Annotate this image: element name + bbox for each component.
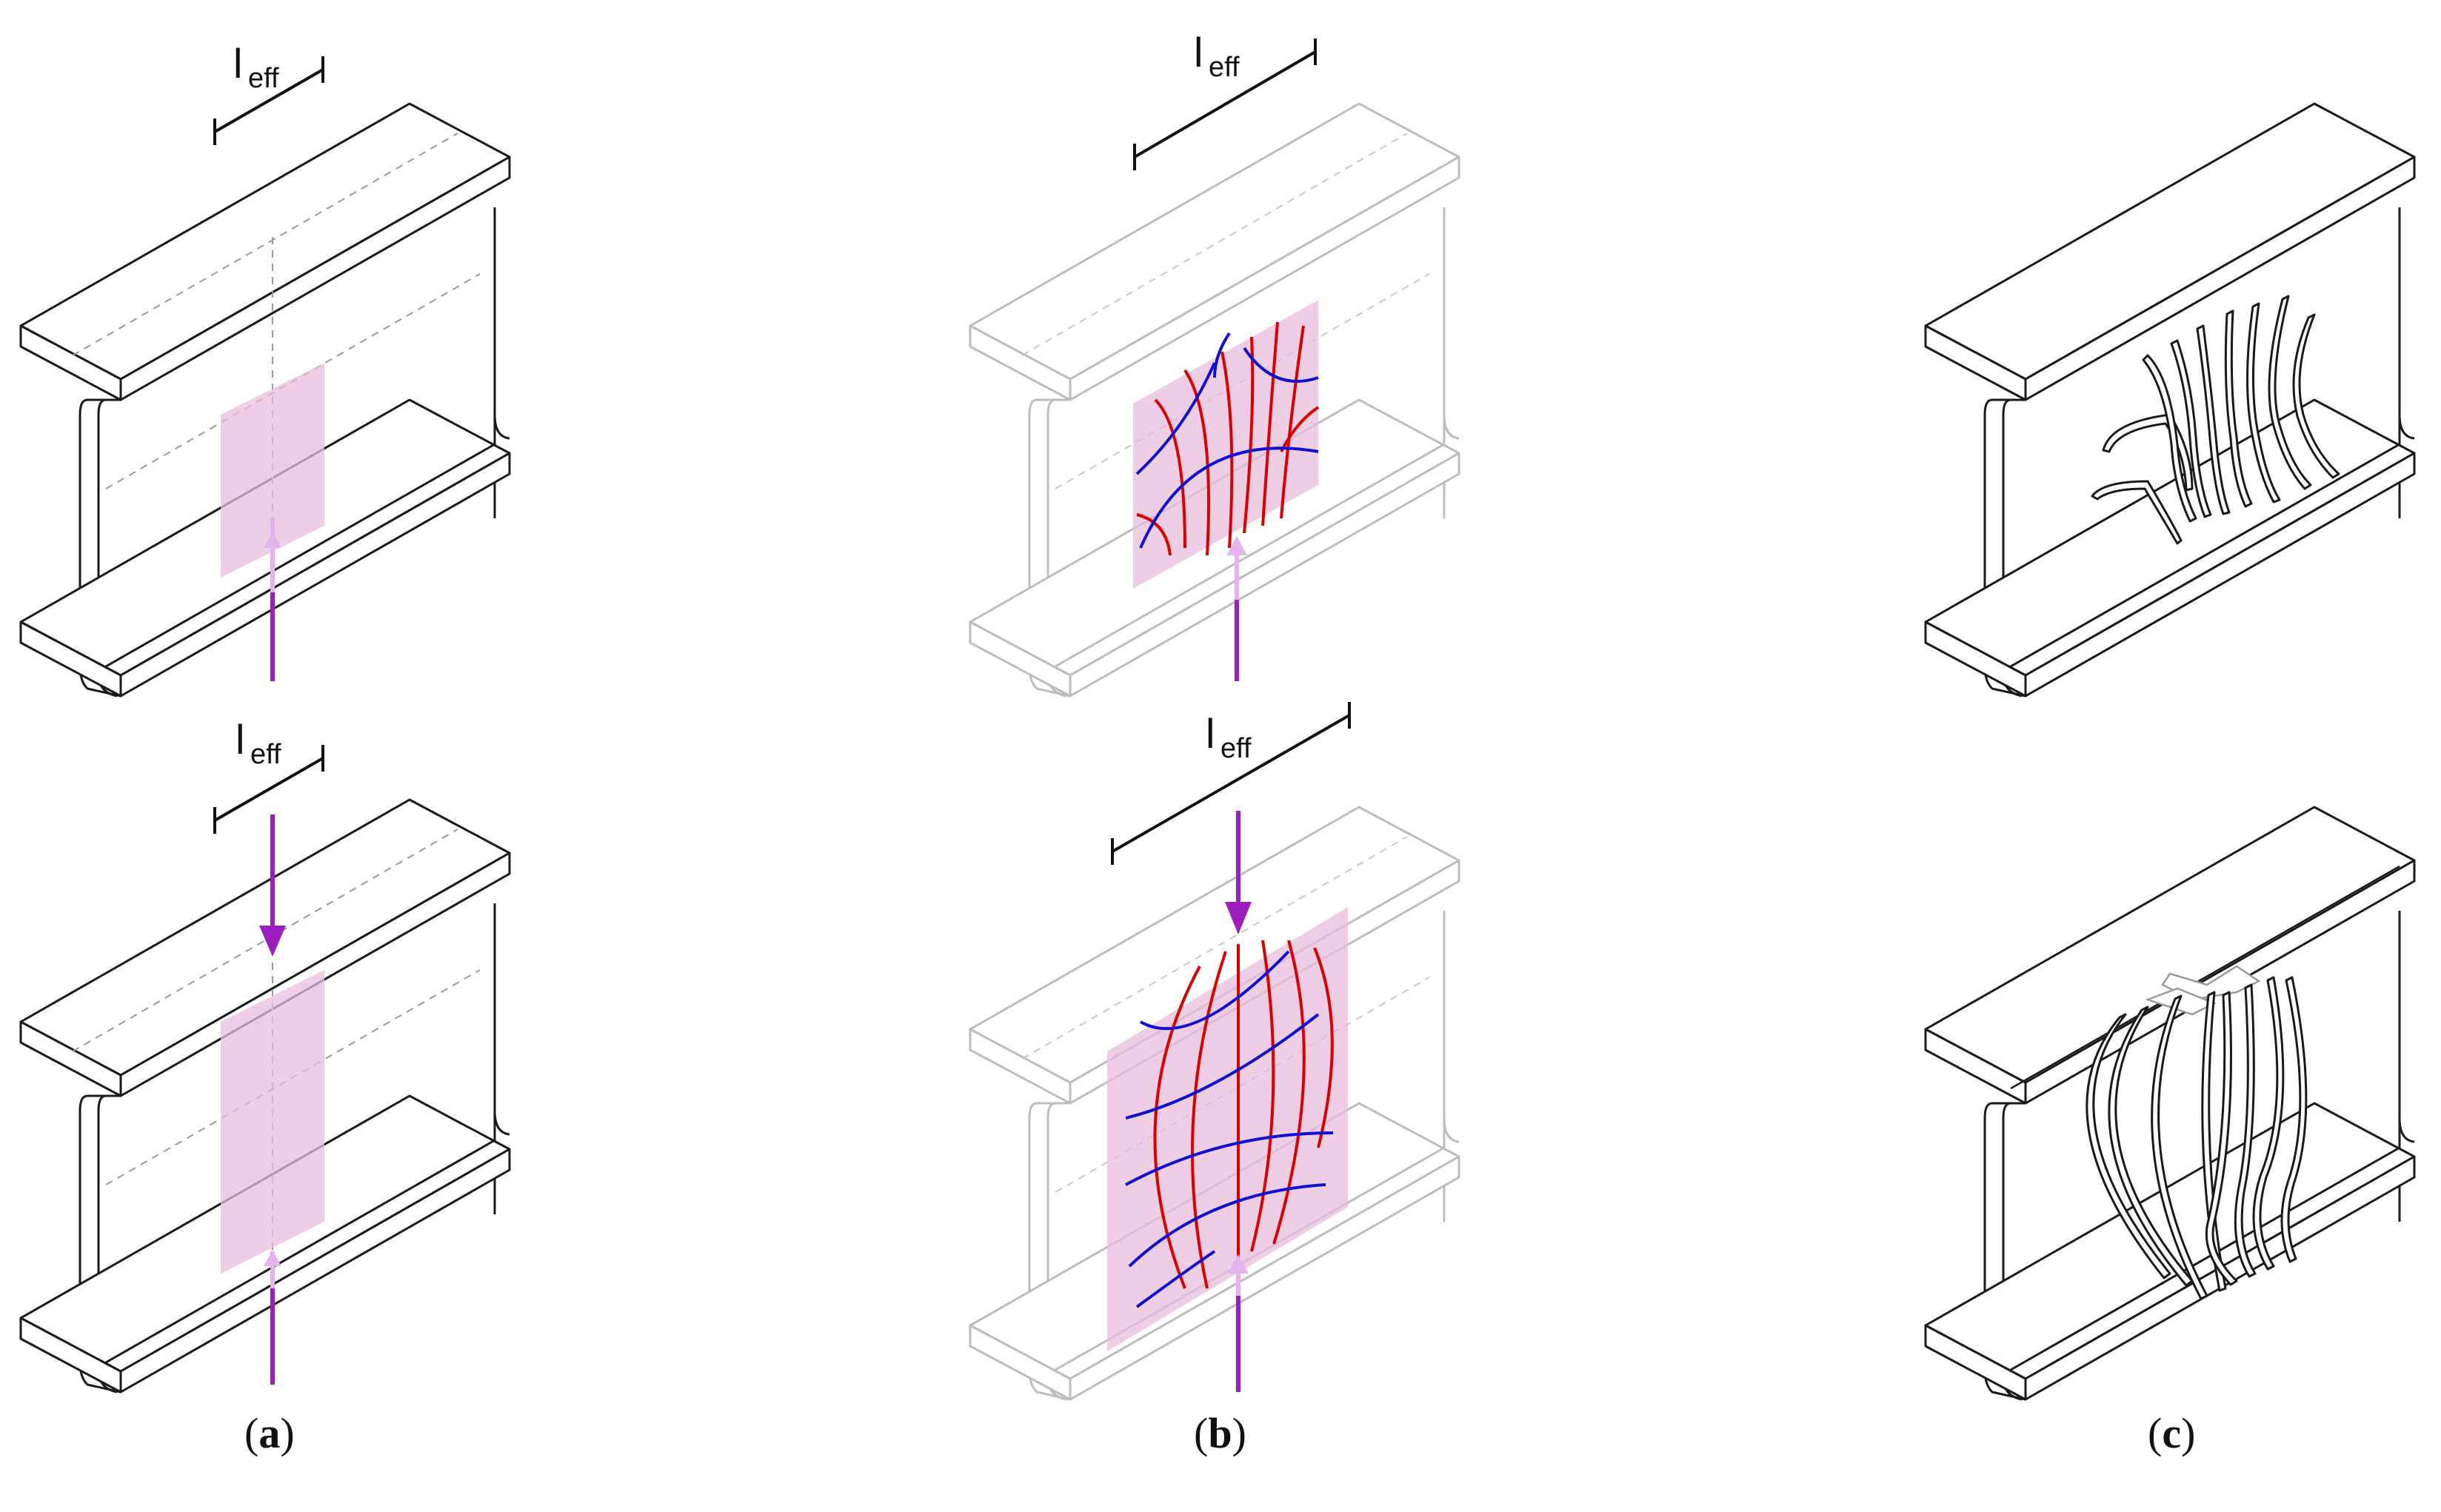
leff-label: l	[1206, 710, 1215, 757]
arrow-head	[1225, 902, 1252, 934]
tension-trajectory	[1220, 351, 1234, 549]
leff-subscript: eff	[250, 739, 281, 770]
buckled-strip	[2086, 1013, 2171, 1279]
compression-trajectory	[1125, 1013, 1320, 1120]
effective-zone	[221, 970, 324, 1274]
buckled-strip	[2224, 310, 2253, 508]
buckled-strips	[2091, 295, 2340, 545]
leff-subscript: eff	[1209, 52, 1240, 83]
panel-b-bottom	[969, 806, 1460, 1401]
compression-trajectory	[1135, 1250, 1216, 1308]
stress-trajectories	[1125, 940, 1334, 1308]
buckled-strip	[2196, 324, 2231, 515]
buckled-strip	[2151, 994, 2208, 1300]
arrow-head	[264, 1250, 281, 1266]
caption-c: (c)	[2148, 1409, 2195, 1457]
flange-inner-edge	[2010, 865, 2400, 1090]
tension-trajectory	[1272, 940, 1306, 1245]
caption-a: (a)	[244, 1409, 295, 1457]
i-beam	[1924, 806, 2416, 1401]
buckled-strip	[2108, 1006, 2194, 1287]
compression-trajectory	[1139, 446, 1319, 549]
panel-c-top	[1924, 102, 2416, 698]
tension-trajectory	[1280, 406, 1320, 452]
effective-zone	[1107, 907, 1348, 1351]
buckled-strip	[2102, 413, 2194, 492]
panel-c-bottom	[1924, 806, 2416, 1401]
panel-b-top	[969, 102, 1460, 698]
buckled-strip	[2234, 983, 2257, 1278]
tension-trajectory	[1191, 951, 1227, 1289]
tension-trajectory	[1153, 966, 1201, 1289]
compression-trajectory	[1128, 1183, 1326, 1268]
buckled-strip	[2280, 976, 2308, 1263]
buckled-strip	[2252, 976, 2285, 1271]
buckled-strip	[2201, 991, 2227, 1292]
compression-trajectory	[1135, 362, 1216, 475]
caption-b: (b)	[1194, 1409, 1246, 1457]
effective-zone	[1133, 300, 1318, 589]
effective-zone	[221, 363, 324, 578]
buckled-strip	[2091, 480, 2183, 545]
compression-trajectory	[1243, 347, 1319, 383]
leff-subscript: eff	[1220, 733, 1252, 764]
stress-trajectories	[1135, 321, 1320, 556]
leff-dimension-b-top: l eff	[1133, 29, 1317, 170]
arrow-head	[1228, 1254, 1249, 1274]
leff-label: l	[233, 40, 242, 87]
buckled-strip	[2170, 339, 2212, 518]
leff-subscript: eff	[248, 63, 279, 94]
tension-trajectory	[1183, 369, 1210, 556]
tension-trajectory	[1313, 947, 1334, 1148]
compression-trajectory	[1140, 950, 1290, 1031]
buckled-strip	[2142, 354, 2197, 523]
leff-label: l	[1194, 29, 1203, 76]
buckled-strip	[2205, 991, 2238, 1286]
leff-label: l	[236, 716, 244, 763]
tension-trajectory	[1154, 398, 1186, 549]
tension-trajectory	[1250, 940, 1275, 1252]
panel-a-bottom	[19, 798, 511, 1394]
leff-dimension-a-bottom: l eff	[213, 716, 324, 834]
compression-trajectory	[1125, 1131, 1334, 1186]
compression-trajectory	[1213, 332, 1231, 378]
buckled-strip	[2292, 313, 2340, 479]
leff-dimension-a-top: l eff	[213, 40, 324, 145]
tension-trajectory	[1280, 325, 1305, 519]
tension-trajectory	[1136, 513, 1172, 556]
buckled-strips	[2086, 965, 2308, 1300]
arrow-head	[1226, 536, 1247, 555]
panel-a-top	[19, 102, 511, 698]
buckled-strip	[2246, 302, 2281, 504]
arrow-head	[259, 926, 286, 957]
arrow-head	[264, 532, 281, 548]
buckled-strip	[2268, 295, 2312, 490]
tension-trajectory	[1261, 321, 1279, 526]
leff-dimension-b-bottom: l eff	[1111, 702, 1351, 865]
